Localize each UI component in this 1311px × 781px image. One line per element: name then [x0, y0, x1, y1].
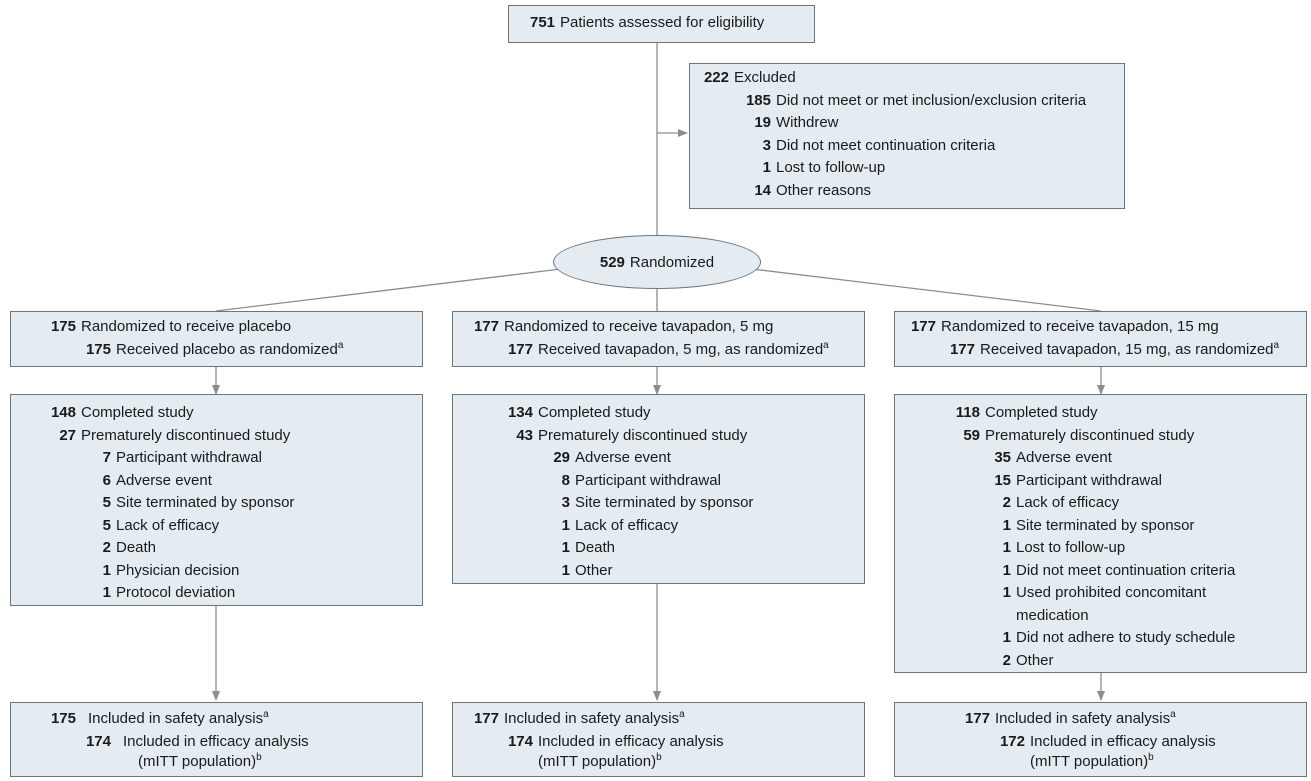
excluded-count: 222 [703, 69, 729, 86]
randomized-label: Randomized [629, 253, 715, 271]
enrollment-label: Patients assessed for eligibility [560, 14, 765, 31]
discontinuation-reason-continued: medication [1016, 606, 1089, 624]
randomized-count: 529 [599, 253, 625, 271]
connector-split-left [215, 268, 562, 312]
excluded-label: Excluded [734, 69, 796, 86]
enrollment-count: 751 [530, 14, 556, 31]
connector-split-right [751, 268, 1102, 312]
